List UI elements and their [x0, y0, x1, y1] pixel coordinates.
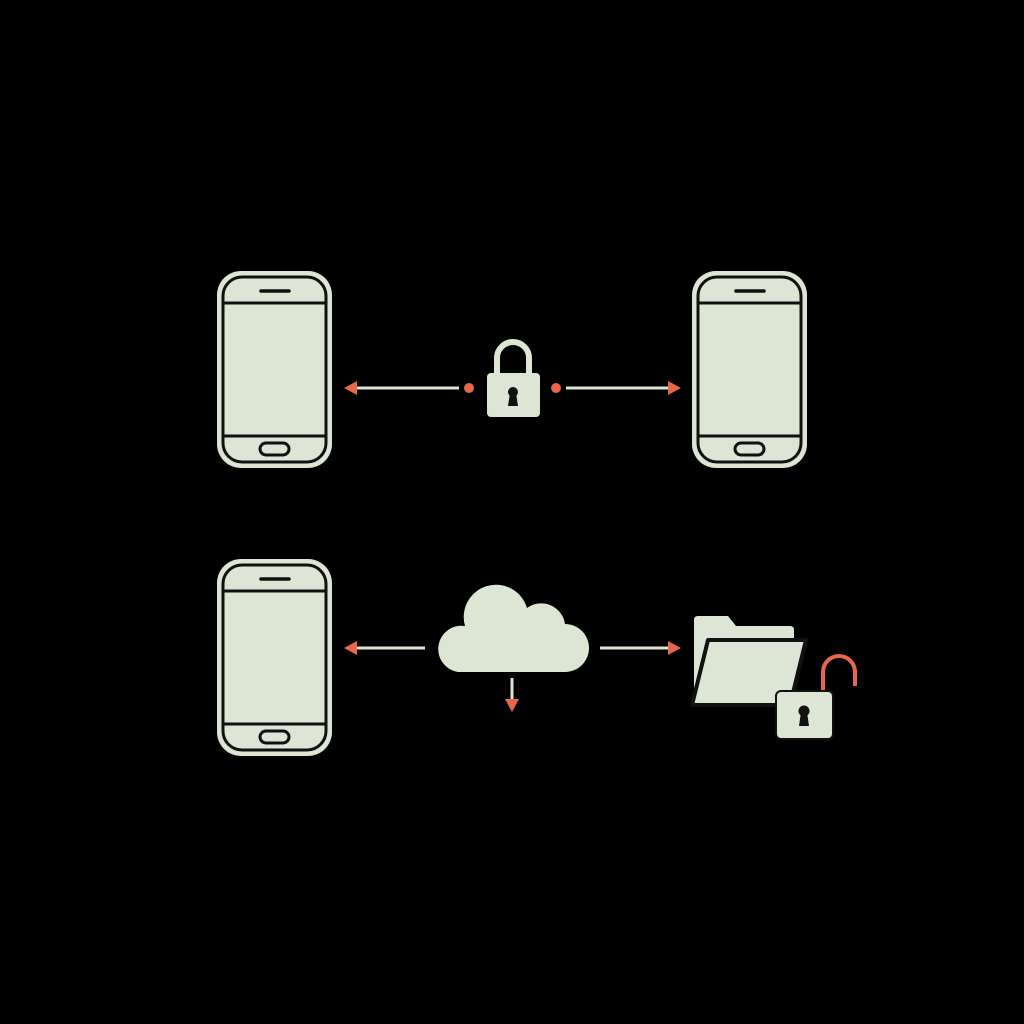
unlocked-padlock-icon — [775, 654, 857, 740]
arrow-icon-left-bottom — [344, 641, 425, 655]
connector-dot — [464, 383, 474, 393]
arrow-icon-right-top — [566, 381, 681, 395]
arrow-icon-right-bottom — [600, 641, 681, 655]
cloud-icon — [438, 584, 589, 672]
locked-padlock-icon — [487, 339, 540, 417]
arrow-icon-down — [505, 678, 519, 712]
phone-icon-bottom-left — [215, 557, 334, 758]
phone-icon-top-left — [215, 269, 334, 470]
connector-dot — [551, 383, 561, 393]
phone-icon-top-right — [690, 269, 809, 470]
arrow-icon-left-top — [344, 381, 459, 395]
